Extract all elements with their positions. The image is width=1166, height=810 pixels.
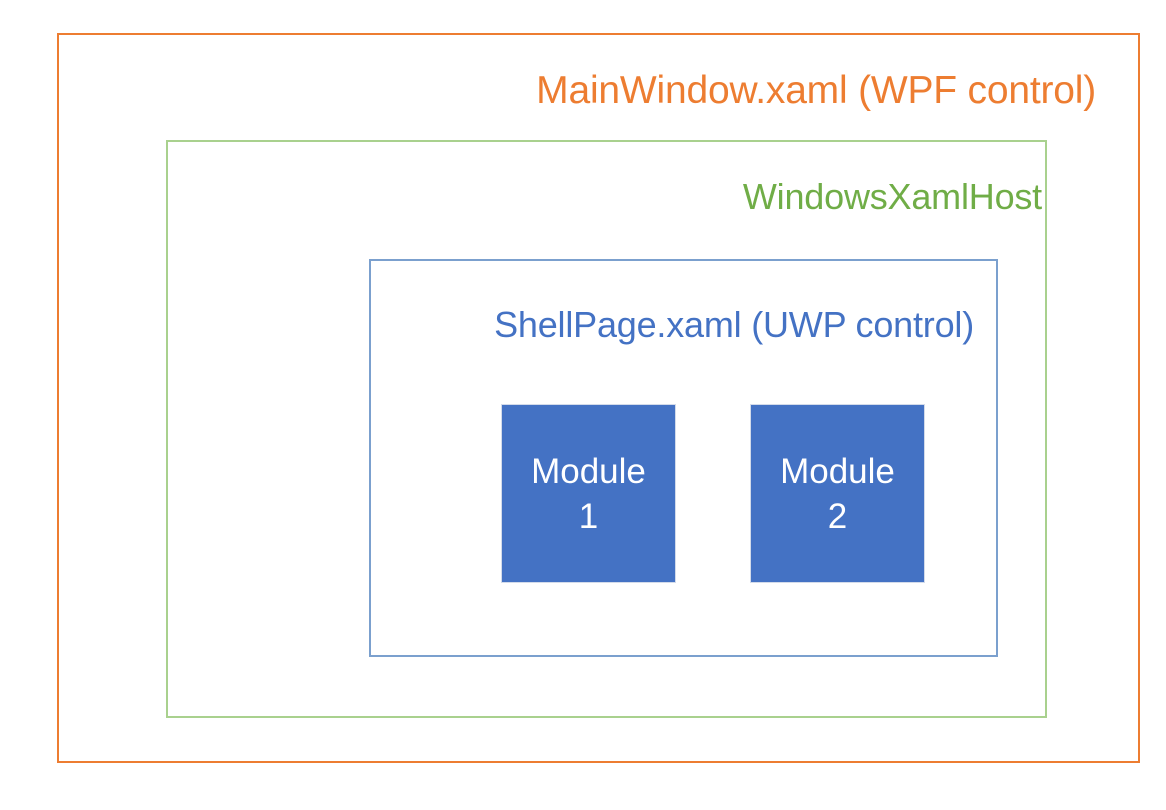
module-2-box: Module 2 [750, 404, 925, 583]
shellpage-container [369, 259, 998, 657]
mainwindow-container [57, 33, 1140, 763]
module-1-number: 1 [578, 496, 599, 536]
module-2-number: 2 [827, 496, 848, 536]
module-1-name: Module [531, 451, 646, 491]
shellpage-label: ShellPage.xaml (UWP control) [494, 304, 974, 345]
windowsxamlhost-container [166, 140, 1047, 718]
module-2-name: Module [780, 451, 895, 491]
windowsxamlhost-label: WindowsXamlHost [742, 176, 1042, 217]
mainwindow-label: MainWindow.xaml (WPF control) [536, 69, 1096, 112]
module-1-box: Module 1 [501, 404, 676, 583]
